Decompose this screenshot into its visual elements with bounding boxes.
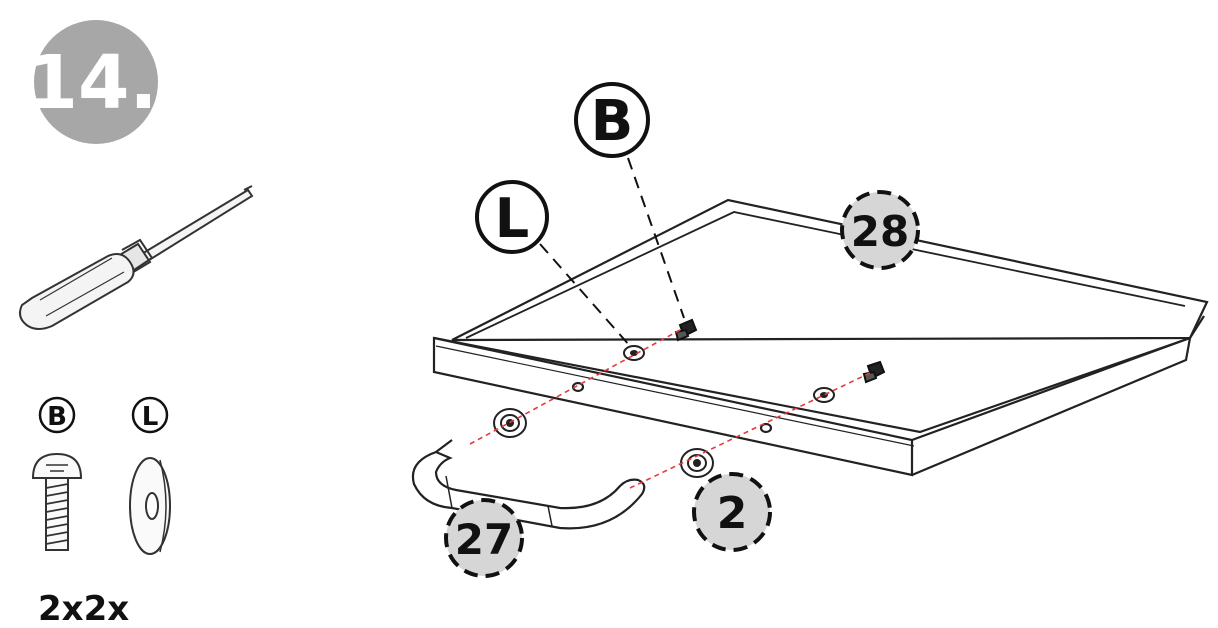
callout-bolt: B bbox=[574, 82, 650, 158]
hardware-quantity: 2x2x bbox=[38, 589, 129, 628]
leader-lines bbox=[539, 157, 685, 347]
bolt-inside-left bbox=[674, 318, 698, 342]
part-badge-tray-circle bbox=[840, 190, 920, 270]
callout-bolt-letter: B bbox=[591, 89, 634, 154]
callout-washer-letter: L bbox=[495, 187, 529, 250]
part-number-tray: 28 bbox=[851, 207, 909, 256]
callout-washer-circle bbox=[475, 180, 549, 254]
part-number-spacer: 2 bbox=[717, 488, 748, 539]
bolt-icon bbox=[31, 452, 83, 551]
spacer-right bbox=[680, 448, 714, 478]
callout-bolt-circle bbox=[574, 82, 650, 158]
step-badge: 14. bbox=[26, 20, 158, 144]
handle-drawing bbox=[411, 439, 646, 530]
step-badge-circle bbox=[34, 20, 158, 144]
washer-letter-circle bbox=[131, 396, 169, 434]
guide-line-left bbox=[469, 329, 681, 445]
screwdriver-icon bbox=[19, 185, 254, 330]
part-badge-handle-circle bbox=[444, 498, 524, 578]
part-badge-handle: 27 bbox=[444, 498, 524, 578]
washer-icon bbox=[129, 457, 171, 555]
bolt-letter-circle bbox=[38, 396, 76, 434]
hardware-washer: L bbox=[129, 396, 171, 555]
part-number-handle: 27 bbox=[455, 515, 513, 564]
callout-washer: L bbox=[475, 180, 549, 254]
washer-inside-right bbox=[813, 387, 835, 403]
washer-inside-left bbox=[623, 345, 645, 361]
leader-washer bbox=[539, 243, 631, 347]
step-number: 14. bbox=[26, 40, 157, 126]
tray-drawing bbox=[432, 198, 1209, 477]
bolt-inside-right bbox=[862, 360, 886, 384]
leader-bolt bbox=[627, 157, 685, 319]
part-badge-spacer: 2 bbox=[692, 472, 772, 552]
washer-letter: L bbox=[142, 402, 159, 432]
part-badge-tray: 28 bbox=[840, 190, 920, 270]
bolt-letter: B bbox=[47, 402, 67, 432]
part-badge-spacer-circle bbox=[692, 472, 772, 552]
guide-lines bbox=[469, 329, 873, 489]
hardware-bolt: B bbox=[31, 396, 83, 551]
